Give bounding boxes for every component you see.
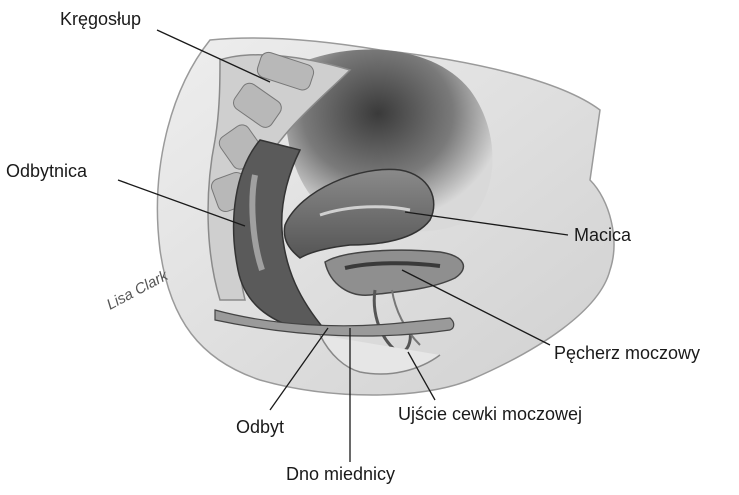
label-anus: Odbyt: [236, 418, 284, 436]
artist-signature: Lisa Clark: [104, 266, 172, 313]
label-spine: Kręgosłup: [60, 10, 141, 28]
label-rectum: Odbytnica: [6, 162, 87, 180]
label-bladder: Pęcherz moczowy: [554, 344, 700, 362]
label-pelvic-floor: Dno miednicy: [286, 465, 395, 483]
label-urethral-opening: Ujście cewki moczowej: [398, 405, 582, 423]
label-uterus: Macica: [574, 226, 631, 244]
